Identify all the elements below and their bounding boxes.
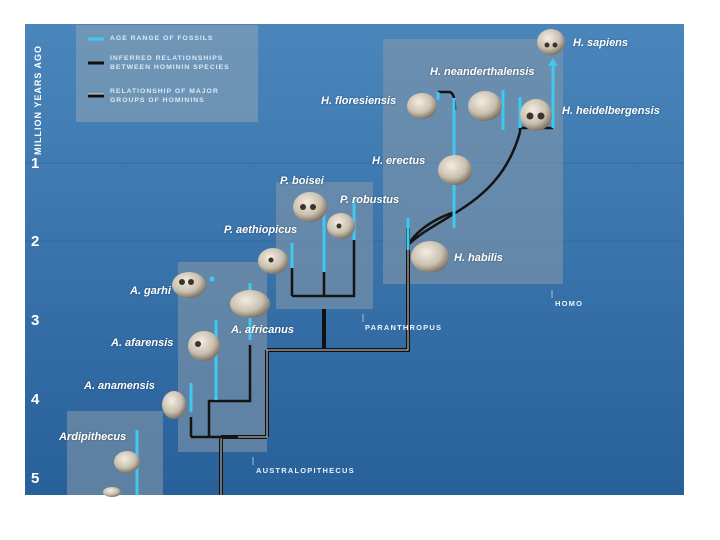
group-label-homo: HOMO bbox=[555, 299, 584, 308]
skull-a-afarensis bbox=[188, 331, 220, 361]
skull-h-neanderthalensis bbox=[468, 91, 502, 121]
skull-p-boisei bbox=[293, 192, 327, 222]
inferred-relationship-lines bbox=[189, 90, 555, 439]
legend-box bbox=[76, 25, 258, 122]
axis-tick-5: 5 bbox=[31, 470, 40, 487]
sapiens-arrowhead bbox=[548, 58, 558, 66]
label-a-africanus: A. africanus bbox=[231, 324, 294, 336]
legend-inferred-label-1: INFERRED RELATIONSHIPS bbox=[110, 55, 224, 62]
skull-a-garhi bbox=[172, 272, 206, 298]
box-ardipithecus bbox=[67, 411, 163, 495]
legend-major-label-1: RELATIONSHIP OF MAJOR bbox=[110, 88, 219, 95]
legend-major-label-2: GROUPS OF HOMININS bbox=[110, 97, 205, 104]
skull-h-floresiensis bbox=[407, 93, 437, 119]
label-p-aethiopicus: P. aethiopicus bbox=[224, 224, 298, 236]
label-p-robustus: P. robustus bbox=[340, 194, 400, 206]
garhi-dot bbox=[209, 276, 215, 282]
skull-h-erectus bbox=[438, 155, 472, 185]
label-a-anamensis: A. anamensis bbox=[84, 380, 155, 392]
label-ardipithecus: Ardipithecus bbox=[59, 431, 127, 443]
major-group-lines bbox=[219, 228, 410, 495]
label-p-boisei: P. boisei bbox=[280, 175, 324, 187]
skull-p-aethiopicus bbox=[258, 248, 288, 274]
axis-tick-3: 3 bbox=[31, 312, 40, 329]
skull-p-robustus bbox=[327, 213, 355, 239]
axis-tick-1: 1 bbox=[31, 155, 40, 172]
label-h-heidelbergensis: H. heidelbergensis bbox=[562, 105, 660, 117]
skull-a-anamensis bbox=[162, 391, 186, 419]
skull-ardipithecus bbox=[103, 451, 140, 497]
group-label-australopithecus: AUSTRALOPITHECUS bbox=[256, 466, 355, 475]
legend-inferred-label-2: BETWEEN HOMININ SPECIES bbox=[110, 64, 230, 71]
skull-h-sapiens bbox=[537, 29, 565, 55]
axis-title: MILLION YEARS AGO bbox=[33, 45, 43, 155]
legend-age-label: AGE RANGE OF FOSSILS bbox=[110, 35, 214, 42]
axis-tick-2: 2 bbox=[31, 233, 40, 250]
label-a-garhi: A. garhi bbox=[130, 285, 171, 297]
axis-tick-4: 4 bbox=[31, 391, 40, 408]
label-h-neanderthalensis: H. neanderthalensis bbox=[430, 66, 535, 78]
group-label-paranthropus: PARANTHROPUS bbox=[365, 323, 443, 332]
skull-a-africanus bbox=[230, 290, 270, 318]
box-homo bbox=[383, 39, 563, 284]
label-h-erectus: H. erectus bbox=[372, 155, 426, 167]
skull-h-heidelbergensis bbox=[520, 99, 552, 131]
label-a-afarensis: A. afarensis bbox=[111, 337, 174, 349]
label-h-floresiensis: H. floresiensis bbox=[321, 95, 397, 107]
label-h-sapiens: H. sapiens bbox=[573, 37, 629, 49]
skull-h-habilis bbox=[411, 241, 449, 273]
label-h-habilis: H. habilis bbox=[454, 252, 503, 264]
